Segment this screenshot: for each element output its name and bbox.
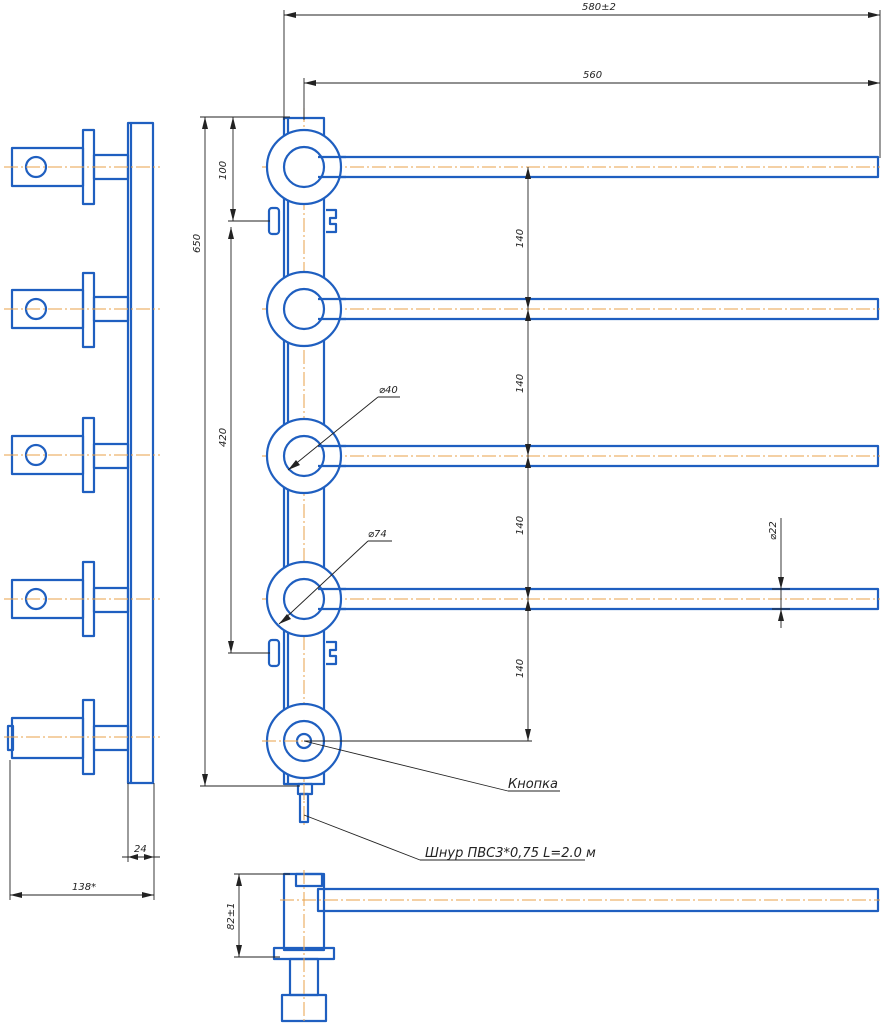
dim-rail-length: 560	[583, 70, 602, 81]
rail-3	[262, 444, 880, 468]
dim-outer-diameter: ⌀74	[368, 529, 387, 540]
dimension-texts: 580±2 560 100 650 420 140 140 140 140 ⌀4…	[72, 2, 779, 930]
mount-bracket-bottom	[267, 638, 338, 668]
dim-side-width: 138*	[72, 882, 96, 893]
callout-labels: Кнопка Шнур ПВС3*0,75 L=2.0 м	[425, 777, 596, 861]
front-view	[262, 108, 880, 826]
rail-4	[262, 587, 880, 611]
label-button: Кнопка	[508, 777, 558, 792]
dim-total-height: 650	[192, 234, 203, 253]
dim-pitch-3: 140	[515, 516, 526, 535]
bottom-view	[272, 870, 880, 1023]
cord-outlet	[296, 782, 314, 826]
side-hub-4	[4, 560, 160, 638]
side-hub-1	[4, 128, 160, 206]
hub-4	[265, 560, 343, 638]
label-cord: Шнур ПВС3*0,75 L=2.0 м	[425, 846, 596, 861]
dim-pitch-1: 140	[515, 229, 526, 248]
dim-rail-diameter: ⌀22	[768, 521, 779, 540]
hub-3	[265, 417, 343, 495]
mount-bracket-top	[267, 206, 338, 236]
side-hub-2	[4, 271, 160, 349]
dim-mount-spacing: 420	[218, 428, 229, 447]
side-view	[4, 121, 160, 785]
dimension-lines	[9, 10, 881, 958]
side-hub-3	[4, 416, 160, 494]
dim-side-depth: 24	[134, 844, 147, 855]
dim-inner-diameter: ⌀40	[379, 385, 398, 396]
hub-2	[265, 270, 343, 348]
rail-2	[262, 297, 880, 321]
hub-1	[265, 128, 343, 206]
dim-top-offset: 100	[218, 161, 229, 180]
dim-bottom-height: 82±1	[226, 903, 237, 930]
dim-pitch-4: 140	[515, 659, 526, 678]
side-hub-5	[4, 698, 160, 776]
dim-overall-width: 580±2	[582, 2, 616, 13]
rail-1	[262, 155, 880, 179]
dim-pitch-2: 140	[515, 374, 526, 393]
